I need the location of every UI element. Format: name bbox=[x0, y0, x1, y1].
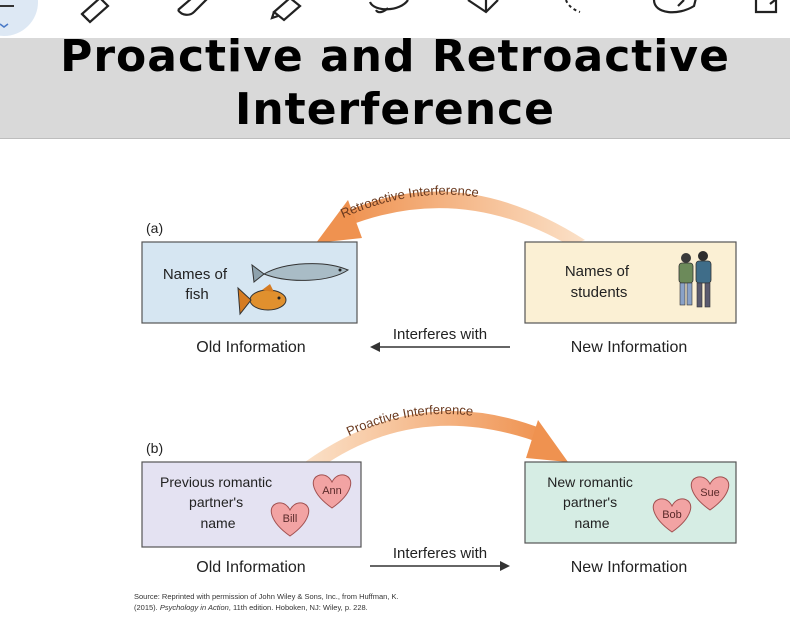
panel-a-old-text: Names of fish bbox=[163, 266, 231, 303]
panel-a-new-caption: New Information bbox=[571, 339, 688, 356]
source-line-2: (2015). Psychology in Action, 11th editi… bbox=[134, 603, 368, 612]
shape-icon[interactable] bbox=[467, 0, 499, 14]
highlighter-icon[interactable] bbox=[270, 0, 302, 22]
pen-icon[interactable] bbox=[80, 0, 110, 24]
source-note: Source: Reprinted with permission of Joh… bbox=[134, 591, 534, 613]
heart-bill-icon: Bill bbox=[270, 502, 310, 537]
panel-b-new-caption: New Information bbox=[571, 559, 688, 576]
toolbar-icons bbox=[0, 0, 780, 36]
heart-ann-label: Ann bbox=[322, 485, 342, 497]
heart-bill-label: Bill bbox=[283, 513, 298, 525]
eraser-icon[interactable] bbox=[177, 0, 208, 16]
image-icon[interactable] bbox=[754, 0, 780, 14]
source-line-1: Source: Reprinted with permission of Joh… bbox=[134, 592, 399, 601]
panel-a-tag: (a) bbox=[146, 220, 163, 236]
heart-sue-label: Sue bbox=[700, 487, 720, 499]
salmon-icon bbox=[251, 263, 350, 283]
menu-icon[interactable] bbox=[0, 0, 38, 36]
panel-b-arrow-label: Interferes with bbox=[393, 545, 487, 562]
lasso-icon[interactable] bbox=[368, 0, 409, 14]
sticker-icon[interactable] bbox=[652, 0, 697, 14]
panel-b-old-caption: Old Information bbox=[196, 559, 305, 576]
panel-a-old-box bbox=[141, 241, 358, 324]
slide-title: Proactive and Retroactive Interference bbox=[60, 31, 730, 135]
students-icon bbox=[678, 251, 712, 308]
title-bar bbox=[0, 38, 790, 139]
panel-a-interferes-arrow bbox=[370, 342, 510, 352]
panel-b-interferes-arrow bbox=[370, 561, 510, 571]
panel-b-new-text: New romantic partner's name bbox=[547, 474, 636, 531]
annotation-toolbar bbox=[0, 0, 790, 38]
panel-b-tag: (b) bbox=[146, 440, 163, 456]
laser-icon[interactable] bbox=[565, 0, 581, 13]
panel-a-new-text: Names of students bbox=[565, 263, 633, 301]
panel-a-arrow-label: Interferes with bbox=[393, 326, 487, 343]
heart-bob-label: Bob bbox=[662, 509, 682, 521]
panel-a-old-caption: Old Information bbox=[196, 339, 305, 356]
heart-ann-icon: Ann bbox=[312, 474, 352, 509]
heart-bob-icon: Bob bbox=[652, 498, 692, 533]
goldfish-icon bbox=[237, 284, 287, 316]
panel-b-old-text: Previous romantic partner's name bbox=[160, 474, 276, 531]
book-title: Psychology in Action bbox=[159, 603, 229, 612]
retroactive-arc-arrow bbox=[316, 191, 585, 246]
proactive-arc-arrow bbox=[305, 411, 568, 468]
heart-sue-icon: Sue bbox=[690, 476, 730, 511]
